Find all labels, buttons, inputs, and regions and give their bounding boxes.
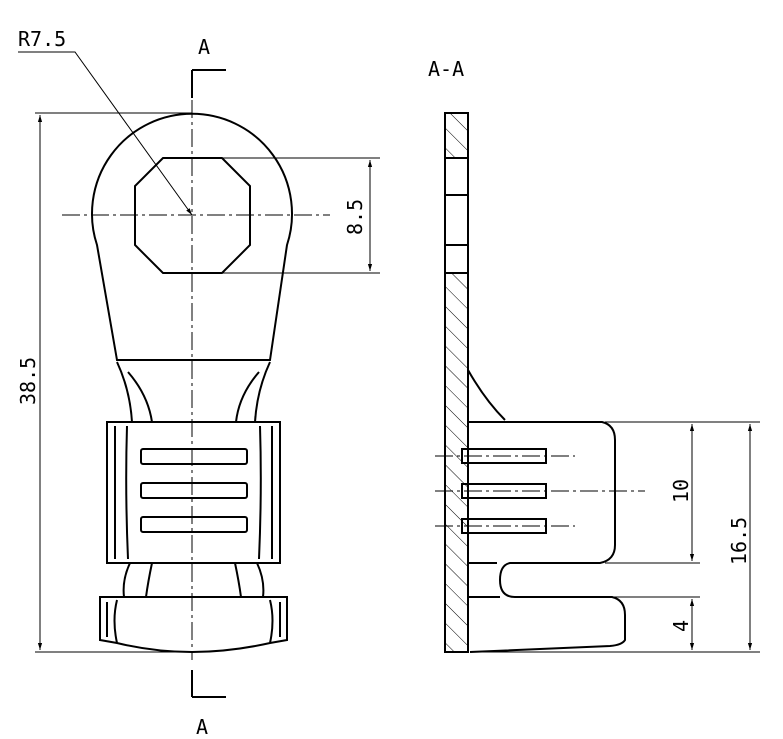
section-view-title: A-A (428, 57, 464, 81)
slot-3 (140, 516, 248, 533)
hatch-top (445, 113, 468, 158)
slot-centerlines (435, 455, 645, 527)
fillet (467, 369, 506, 421)
end-cap (99, 596, 288, 654)
neck-taper (116, 361, 271, 423)
radius-leader (18, 51, 193, 216)
section-mark-bottom (191, 670, 226, 698)
section-mark-top (191, 69, 226, 98)
slot-span-dimension: 10 (669, 479, 693, 503)
overall-length-dimension: 38.5 (16, 357, 40, 405)
section-view: A-A 10 16.5 4 (428, 57, 760, 653)
slot-1 (140, 448, 248, 465)
lower-neck (122, 562, 265, 598)
barrel-length-dimension: 16.5 (727, 517, 751, 565)
ring-outline (91, 112, 293, 361)
barrel-body (106, 421, 281, 564)
length-extension-lines (35, 112, 192, 653)
end-length-dimension: 4 (669, 620, 693, 632)
section-label-bottom: A (196, 715, 208, 739)
hatch-bottom (445, 273, 468, 652)
barrel-section-outline (468, 421, 626, 653)
front-view: A A R7.5 8.5 38.5 (16, 27, 380, 739)
section-extension-lines (470, 421, 760, 653)
hole-width-dimension: 8.5 (343, 199, 367, 235)
hole-extension-lines (222, 157, 380, 274)
section-label-top: A (198, 35, 210, 59)
barrel-edges (114, 425, 273, 560)
radius-dimension: R7.5 (18, 27, 66, 51)
plate-section (444, 112, 469, 653)
slot-2 (140, 482, 248, 499)
hole-section-lines (445, 157, 468, 274)
